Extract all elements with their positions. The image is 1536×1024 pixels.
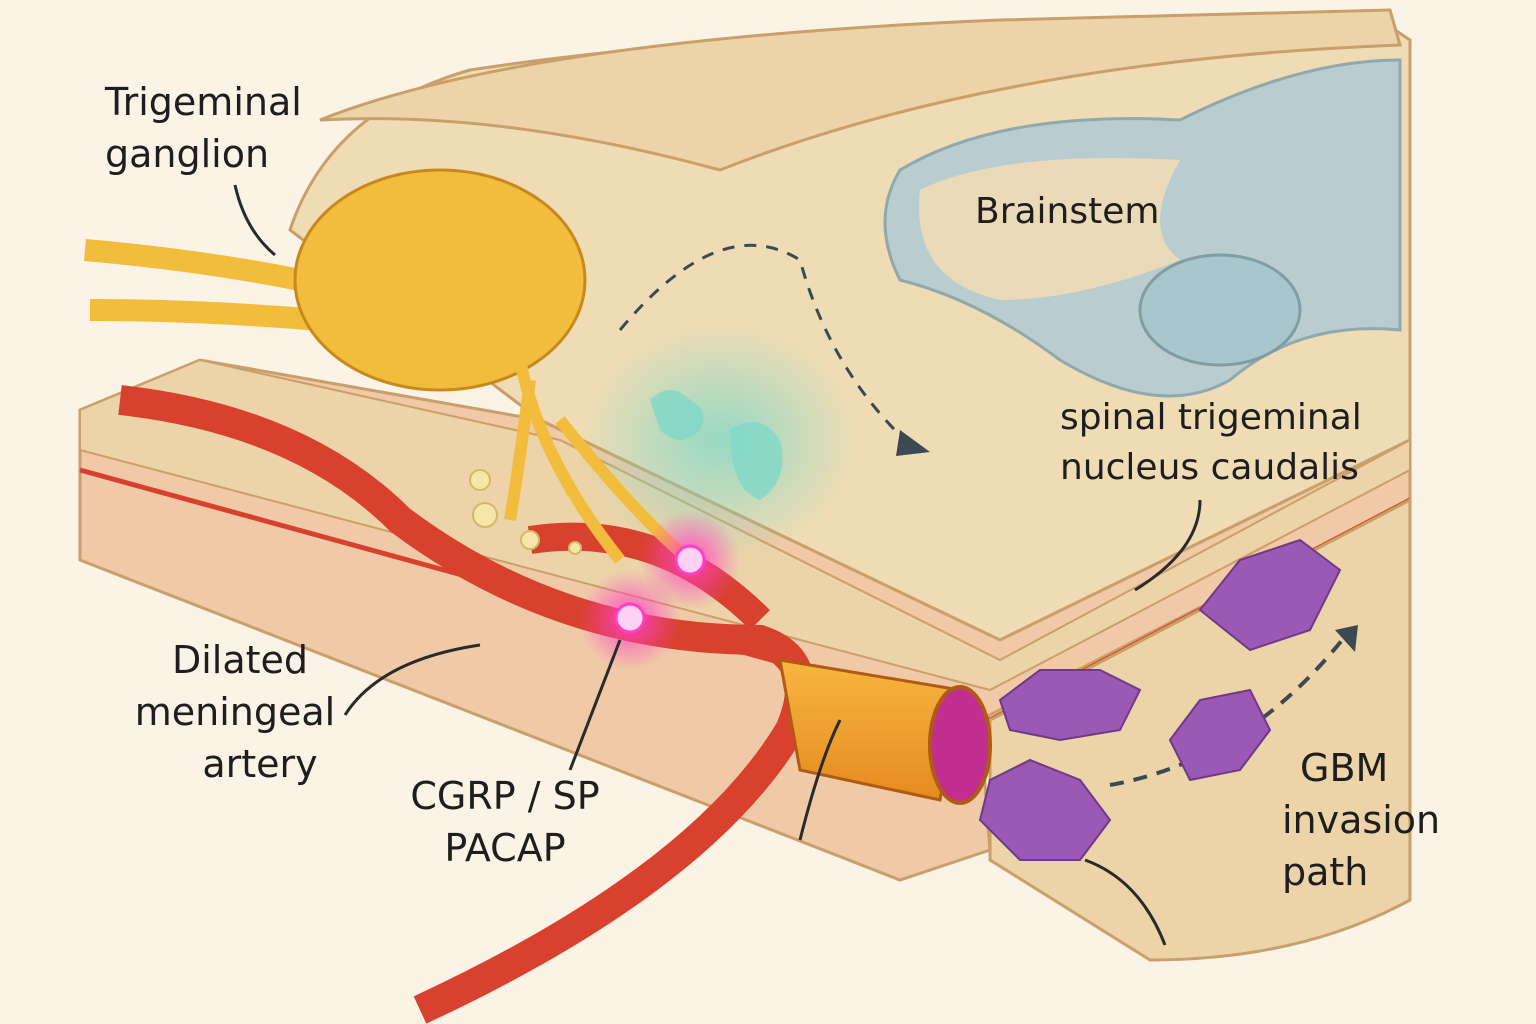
label-line: nucleus caudalis <box>1060 447 1359 488</box>
label-gbm: GBM invasion path <box>1282 742 1440 898</box>
meningeal-artery <box>118 385 815 1024</box>
signal-arrow <box>618 243 912 447</box>
label-neuropeptides: CGRP / SP PACAP <box>395 770 615 874</box>
artery-tube <box>778 658 962 802</box>
label-trigeminal-ganglion: Trigeminal ganglion <box>105 76 302 180</box>
label-line: artery <box>202 742 318 786</box>
dura-fold <box>319 8 1402 172</box>
trigeminal-nerve <box>84 239 321 331</box>
label-nucleus: spinal trigeminal nucleus caudalis <box>1060 393 1362 493</box>
label-line: Trigeminal <box>105 80 302 124</box>
nucleus-region <box>1138 253 1302 367</box>
label-line: GBM <box>1300 746 1389 790</box>
gbm-cells <box>978 538 1342 861</box>
label-line: meningeal <box>134 690 336 734</box>
label-line: path <box>1282 850 1369 894</box>
label-line: spinal trigeminal <box>1060 397 1362 438</box>
trigeminal-ganglion <box>293 168 587 392</box>
label-brainstem: Brainstem <box>975 191 1160 232</box>
label-line: CGRP / SP <box>410 774 600 818</box>
gbm-arrow <box>1109 628 1352 787</box>
label-line: ganglion <box>105 132 270 176</box>
label-artery: Dilated meningeal artery <box>125 634 345 790</box>
label-line: invasion <box>1282 798 1441 842</box>
label-line: PACAP <box>444 826 566 870</box>
label-line: Dilated <box>171 638 309 682</box>
